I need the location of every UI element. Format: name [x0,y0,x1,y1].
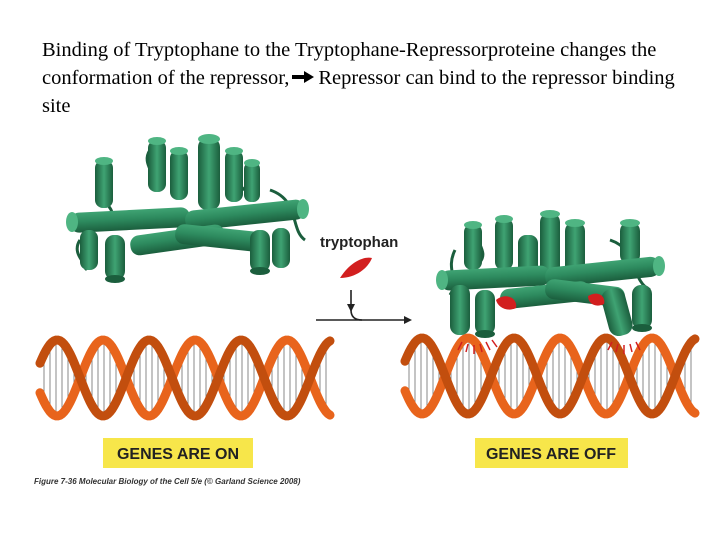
heading-part-2: Repressor can bind to the repressor bind… [42,67,675,117]
reaction-arrow [316,290,404,321]
repressor-protein-active [436,210,665,354]
genes-off-box [475,438,628,468]
tryptophan-label: tryptophan [320,234,398,251]
genes-on-box [103,438,253,468]
arrow-right-icon [292,71,315,83]
genes-off-label: GENES ARE OFF [486,446,616,463]
dna-strand [400,333,700,419]
repressor-protein-inactive [66,134,309,283]
heading-text: Binding of Tryptophane to the Tryptophan… [42,36,702,120]
dna-strand [400,333,700,419]
dna-helix-right [400,333,700,419]
heading-part-1: Binding of Tryptophane to the Tryptophan… [42,39,657,89]
dna-strand [35,335,335,421]
dna-helix-left [35,335,335,421]
genes-on-label: GENES ARE ON [117,446,239,463]
figure-caption: Figure 7-36 Molecular Biology of the Cel… [34,477,301,486]
dna-strand [35,335,335,421]
tryptophan-molecule [340,257,372,278]
